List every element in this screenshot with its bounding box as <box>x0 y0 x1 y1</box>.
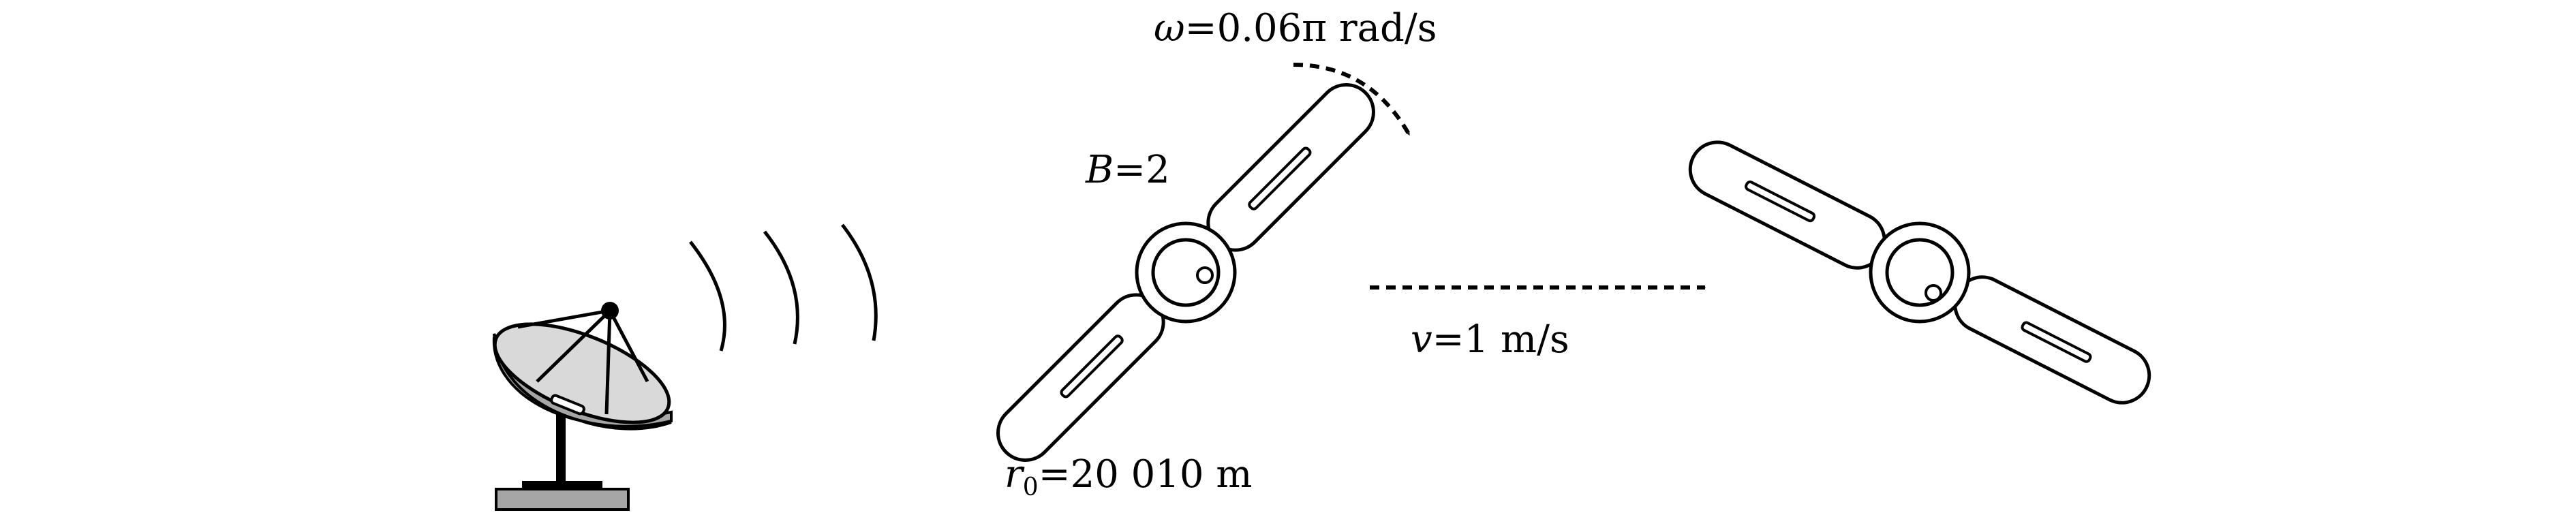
rotation-arrow-icon <box>1293 63 1411 136</box>
dish-feed-strut-1 <box>517 309 611 329</box>
satellite-1-panel-left-slot <box>1060 334 1124 399</box>
dish-pole <box>556 409 566 482</box>
dish-feed <box>601 302 619 319</box>
satellite-2-panel-left-slot <box>1745 180 1816 223</box>
dish-base <box>495 488 630 511</box>
satellite-1-panel-right-slot <box>1248 146 1312 210</box>
velocity-label: v=1 m/s <box>1411 317 1569 362</box>
dish-feed-strut-2 <box>536 309 611 383</box>
initial-distance-label: r0=20 010 m <box>1005 452 1252 501</box>
satellite-icon <box>996 83 1375 462</box>
coefficient-b-label: B=2 <box>1085 148 1170 192</box>
dish-feed-strut-4 <box>608 309 649 383</box>
satellite-1-marker <box>1196 266 1214 284</box>
dish-feed-strut-3 <box>604 310 612 415</box>
satellite-1-body-inner <box>1151 238 1221 307</box>
dish-base-top <box>522 481 602 490</box>
satellite-2-marker <box>1925 284 1942 302</box>
satellite-dish-icon <box>492 302 673 511</box>
dish-slot <box>550 394 585 416</box>
satellite-2-panel-right-slot <box>2021 321 2092 363</box>
satellite-icon <box>1688 140 2151 405</box>
angular-velocity-label: ω=0.06π rad/s <box>1154 6 1437 50</box>
satellite-2-body-inner <box>1885 238 1954 307</box>
signal-wave-3 <box>841 223 878 341</box>
signal-wave-1 <box>689 240 726 352</box>
signal-wave-2 <box>763 230 799 345</box>
signal-waves-icon <box>689 223 878 352</box>
